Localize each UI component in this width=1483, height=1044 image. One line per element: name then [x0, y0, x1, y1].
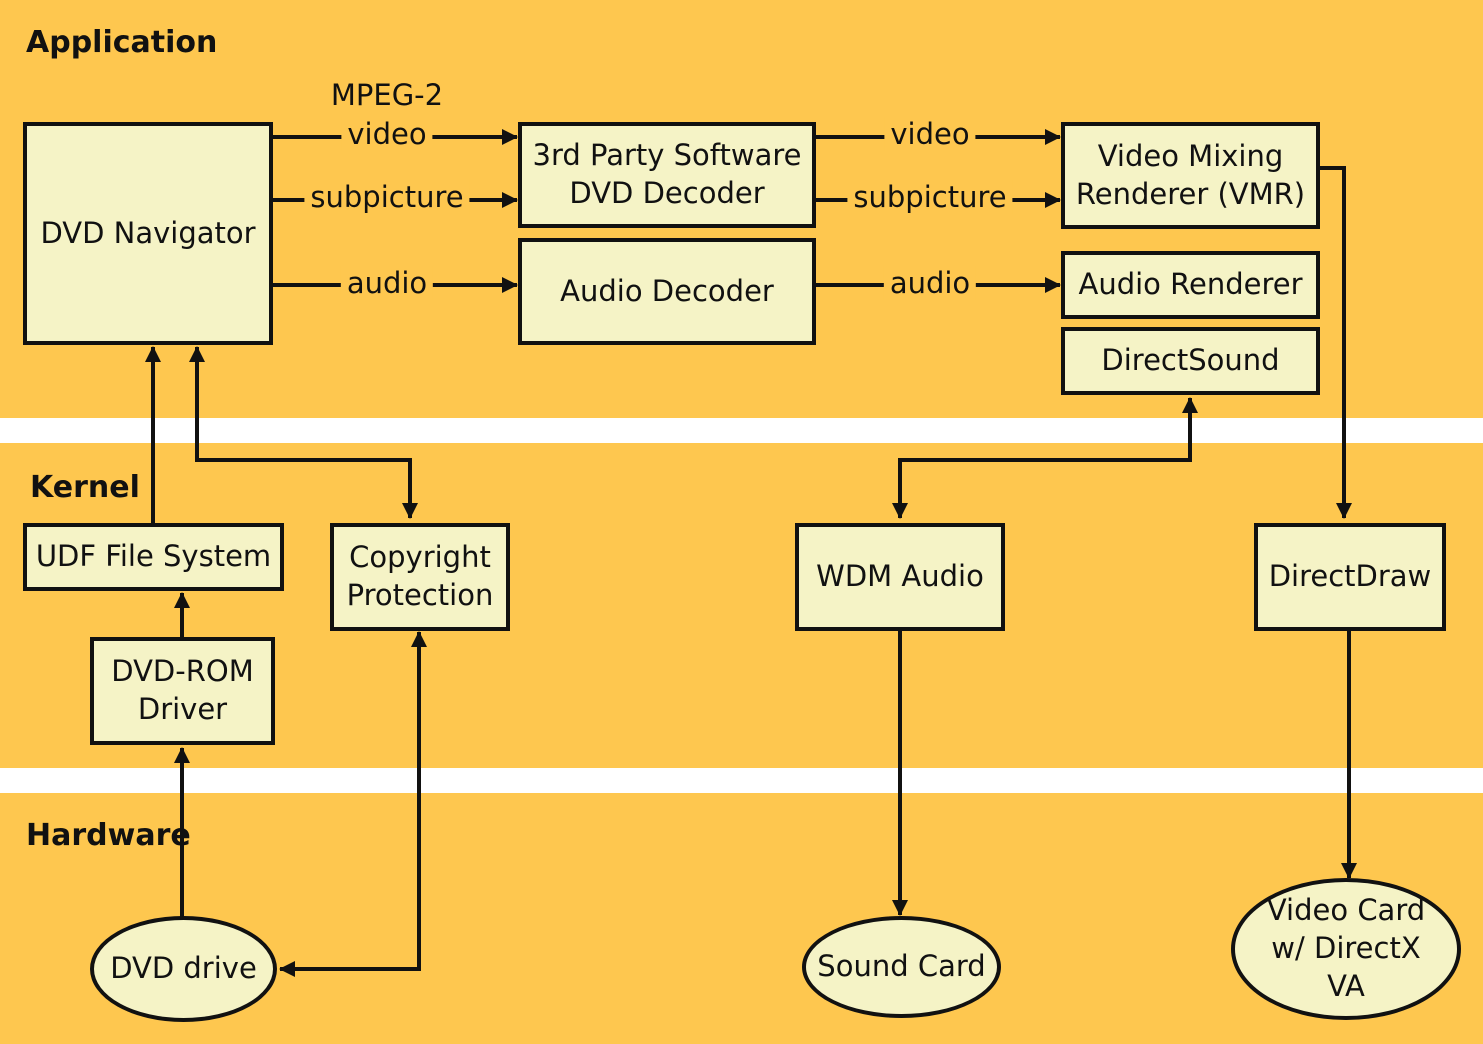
dvd-drive-ellipse: DVD drive: [90, 916, 277, 1022]
wdm-audio-box: WDM Audio: [795, 523, 1005, 631]
arrow-directsound-wdm: [892, 397, 1198, 519]
dvdrom-driver-box: DVD-ROM Driver: [90, 637, 275, 745]
sound-card-ellipse: Sound Card: [802, 916, 1001, 1018]
arrow-navigator-copyright: [189, 346, 418, 519]
dvd-navigator-box: DVD Navigator: [23, 122, 273, 345]
audio-decoder-box: Audio Decoder: [518, 238, 816, 345]
dec-subpicture-label: subpicture: [847, 180, 1013, 214]
application-layer-label: Application: [26, 25, 218, 60]
vmr-box: Video Mixing Renderer (VMR): [1061, 122, 1320, 229]
copyright-protection-box: Copyright Protection: [330, 523, 510, 631]
nav-video-label: video: [341, 117, 433, 151]
directdraw-box: DirectDraw: [1254, 523, 1446, 631]
directsound-box: DirectSound: [1061, 327, 1320, 395]
video-card-ellipse: Video Card w/ DirectX VA: [1231, 878, 1461, 1020]
mpeg2-label: MPEG-2: [330, 78, 444, 112]
nav-subpicture-label: subpicture: [304, 180, 470, 214]
hardware-layer-label: Hardware: [26, 818, 191, 853]
udf-file-system-box: UDF File System: [23, 523, 284, 591]
dec-video-label: video: [884, 117, 976, 151]
dec-audio-label: audio: [883, 266, 977, 300]
software-decoder-box: 3rd Party Software DVD Decoder: [518, 122, 816, 228]
nav-audio-label: audio: [340, 266, 434, 300]
audio-renderer-box: Audio Renderer: [1061, 251, 1320, 319]
arrow-vmr-directdraw: [1319, 166, 1352, 519]
kernel-layer-label: Kernel: [30, 470, 140, 505]
arrow-copyright-drive: [279, 631, 427, 977]
